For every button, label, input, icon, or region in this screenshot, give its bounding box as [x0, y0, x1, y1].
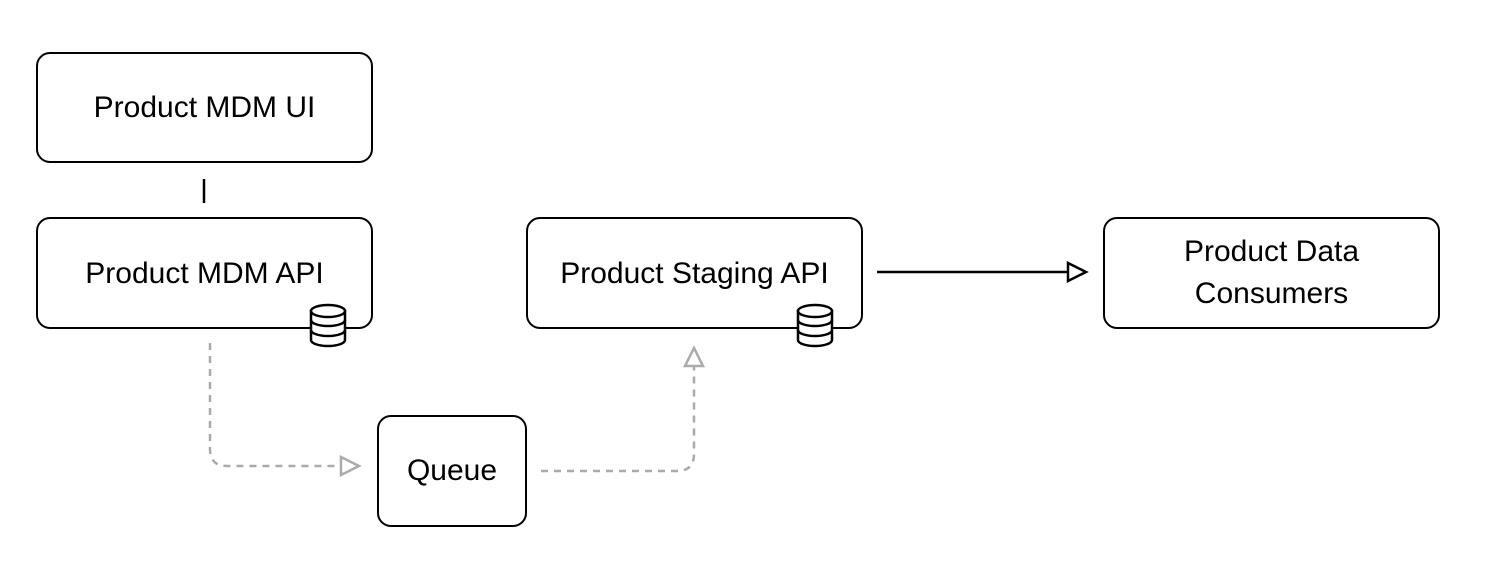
product-data-consumers-label: Product Data Consumers: [1183, 235, 1360, 310]
queue-label: Queue: [406, 454, 498, 487]
dashed-arrow-api-to-queue: [208, 343, 362, 478]
database-icon: [309, 303, 347, 348]
product-mdm-ui-label: Product MDM UI: [93, 90, 316, 124]
dashed-arrow-queue-to-staging: [541, 345, 706, 473]
product-mdm-api-label: Product MDM API: [85, 257, 324, 290]
queue-node[interactable]: Queue: [377, 415, 527, 527]
product-staging-api-label: Product Staging API: [560, 257, 829, 290]
product-data-consumers-node[interactable]: Product Data Consumers: [1103, 217, 1440, 329]
product-staging-api-node[interactable]: Product Staging API: [526, 217, 863, 329]
product-mdm-ui-node[interactable]: Product MDM UI: [36, 52, 373, 163]
arrow-staging-to-consumers: [877, 260, 1089, 284]
database-icon: [796, 303, 834, 348]
